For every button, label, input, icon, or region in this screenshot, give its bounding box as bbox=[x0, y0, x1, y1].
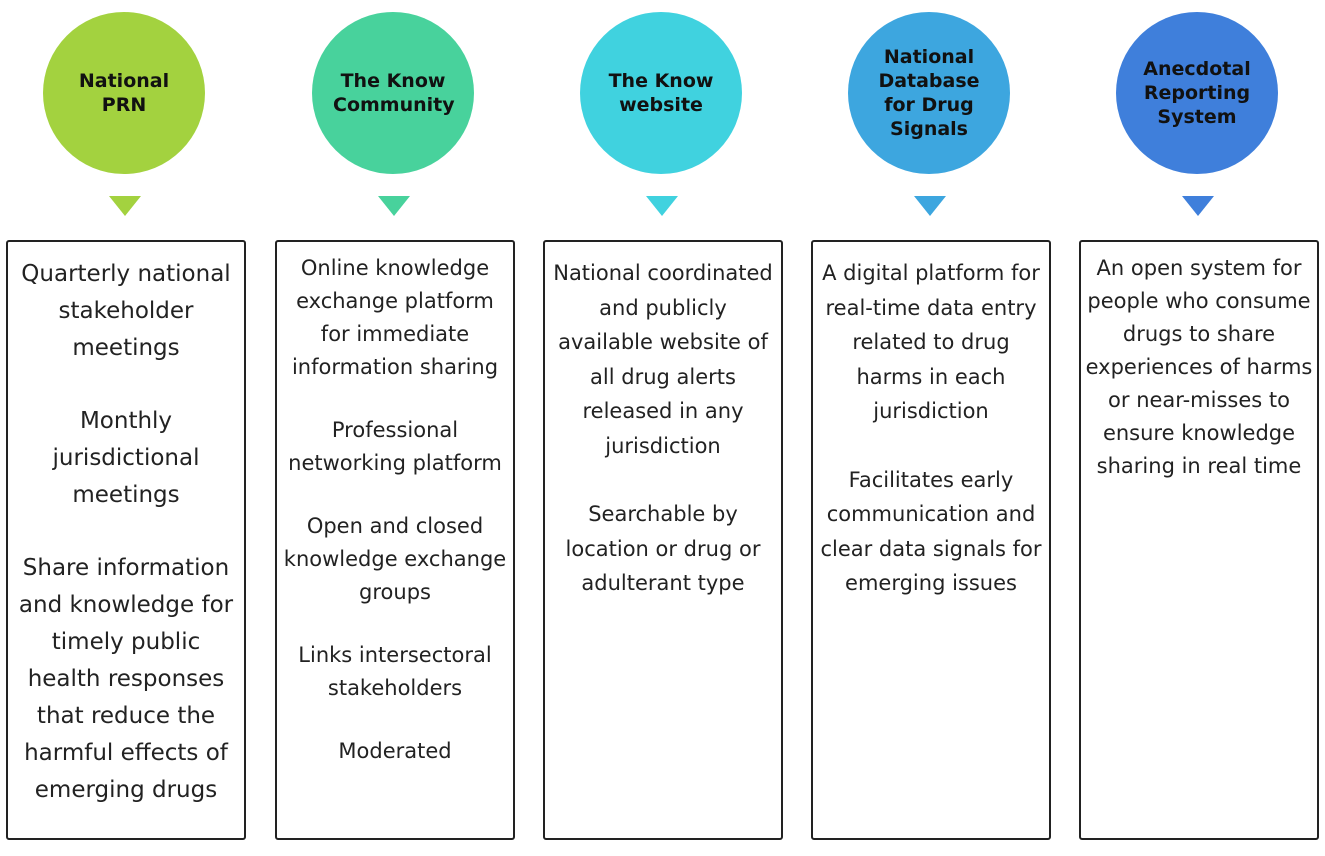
column-anecdotal-reporting: Anecdotal Reporting System An open syste… bbox=[1079, 0, 1319, 856]
description-box: National coordinated and publicly availa… bbox=[543, 240, 783, 840]
column-the-know-community: The Know Community Online knowledge exch… bbox=[275, 0, 515, 856]
down-arrow-icon bbox=[378, 196, 410, 216]
node-title: National PRN bbox=[78, 70, 170, 116]
node-title: The Know Community bbox=[333, 70, 455, 116]
description-text: National coordinated and publicly availa… bbox=[553, 261, 773, 458]
description-box: Online knowledge exchange platform for i… bbox=[275, 240, 515, 840]
column-national-prn: National PRN Quarterly national stakehol… bbox=[6, 0, 246, 856]
description-text: Monthly jurisdictional meetings bbox=[52, 408, 200, 508]
down-arrow-icon bbox=[1182, 196, 1214, 216]
description-box: Quarterly national stakeholder meetings … bbox=[6, 240, 246, 840]
node-circle: National Database for Drug Signals bbox=[848, 12, 1010, 174]
node-title: The Know website bbox=[608, 70, 714, 116]
column-the-know-website: The Know website National coordinated an… bbox=[543, 0, 783, 856]
description-text: Quarterly national stakeholder meetings bbox=[21, 261, 231, 361]
description-text: Open and closed knowledge exchange group… bbox=[283, 514, 507, 604]
node-circle: The Know website bbox=[580, 12, 742, 174]
node-title: Anecdotal Reporting System bbox=[1143, 58, 1251, 128]
description-text: Facilitates early communication and clea… bbox=[820, 467, 1042, 596]
down-arrow-icon bbox=[646, 196, 678, 216]
column-national-database: National Database for Drug Signals A dig… bbox=[811, 0, 1051, 856]
description-text: An open system for people who consume dr… bbox=[1085, 256, 1313, 478]
description-text: Moderated bbox=[338, 739, 452, 763]
down-arrow-icon bbox=[914, 196, 946, 216]
description-text: A digital platform for real-time data en… bbox=[822, 261, 1040, 423]
node-circle: Anecdotal Reporting System bbox=[1116, 12, 1278, 174]
description-text: Searchable by location or drug or adulte… bbox=[565, 502, 761, 595]
node-title: National Database for Drug Signals bbox=[878, 46, 980, 140]
node-circle: National PRN bbox=[43, 12, 205, 174]
node-circle: The Know Community bbox=[312, 12, 474, 174]
description-text: Online knowledge exchange platform for i… bbox=[291, 256, 499, 379]
description-text: Professional networking platform bbox=[288, 418, 502, 475]
description-text: Links intersectoral stakeholders bbox=[298, 643, 492, 700]
description-box: A digital platform for real-time data en… bbox=[811, 240, 1051, 840]
description-text: Share information and knowledge for time… bbox=[18, 555, 234, 803]
down-arrow-icon bbox=[109, 196, 141, 216]
description-box: An open system for people who consume dr… bbox=[1079, 240, 1319, 840]
